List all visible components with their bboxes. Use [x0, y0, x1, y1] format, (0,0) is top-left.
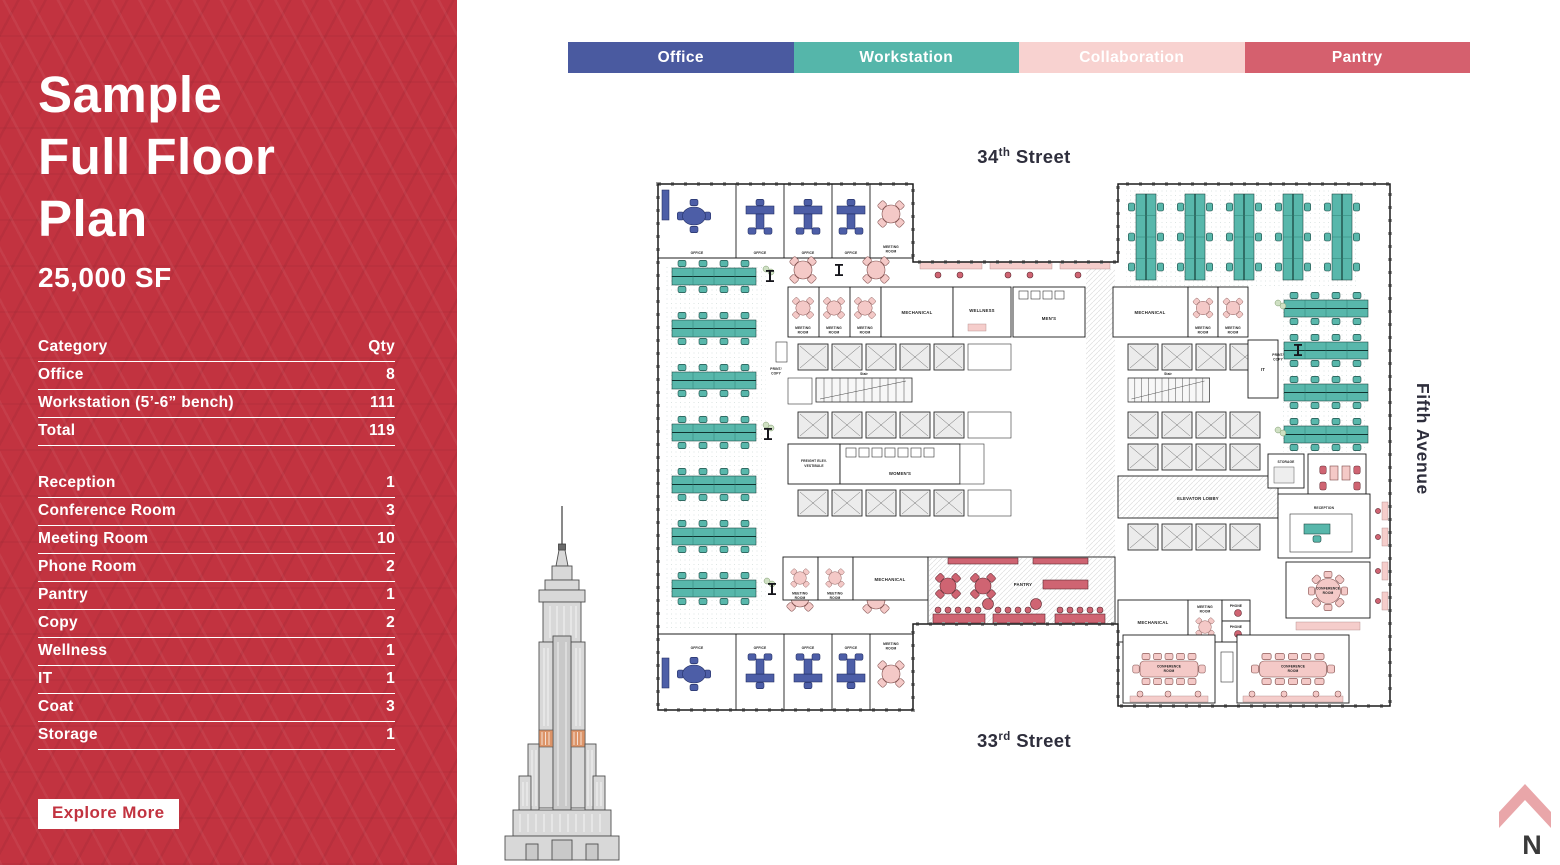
table-row: Workstation (5’-6” bench)111 — [38, 390, 395, 418]
col-category: Category — [38, 338, 108, 355]
svg-text:MEETING: MEETING — [1197, 605, 1213, 609]
sidebar: Sample Full Floor Plan 25,000 SF Categor… — [0, 0, 457, 865]
svg-text:OFFICE: OFFICE — [802, 251, 815, 255]
avenue-label: Fifth Avenue — [1413, 383, 1433, 495]
svg-text:PHONE: PHONE — [1230, 604, 1243, 608]
svg-text:ROOM: ROOM — [798, 331, 809, 335]
svg-text:ROOM: ROOM — [1323, 591, 1334, 595]
area-label: 25,000 SF — [38, 262, 172, 293]
svg-text:COPY: COPY — [1273, 358, 1283, 362]
svg-text:OFFICE: OFFICE — [845, 251, 858, 255]
svg-text:IT: IT — [1261, 367, 1265, 372]
page-title-line1: Sample — [38, 66, 223, 124]
svg-text:ROOM: ROOM — [1164, 669, 1175, 673]
svg-text:MEETING: MEETING — [826, 326, 842, 330]
empire-state-building-illustration — [504, 506, 620, 861]
svg-text:OFFICE: OFFICE — [754, 251, 767, 255]
svg-text:MECHANICAL: MECHANICAL — [1138, 620, 1169, 625]
street-label-top: 34th Street — [977, 146, 1071, 167]
svg-text:RECEPTION: RECEPTION — [1314, 506, 1335, 510]
legend-workstation: Workstation — [793, 42, 1019, 73]
svg-text:CONFERENCE: CONFERENCE — [1316, 587, 1341, 591]
page-title-line3: Plan — [38, 190, 148, 248]
svg-text:ROOM: ROOM — [1200, 610, 1211, 614]
svg-text:MEETING: MEETING — [883, 642, 899, 646]
svg-text:MECHANICAL: MECHANICAL — [1135, 310, 1166, 315]
table-gap — [38, 446, 395, 470]
svg-text:ROOM: ROOM — [830, 596, 841, 600]
svg-text:PHONE: PHONE — [1230, 625, 1243, 629]
svg-text:OFFICE: OFFICE — [754, 646, 767, 650]
svg-text:ROOM: ROOM — [795, 596, 806, 600]
page-title-line2: Full Floor — [38, 128, 276, 186]
page-title: Sample Full Floor Plan — [38, 64, 275, 250]
svg-text:ROOM: ROOM — [886, 647, 897, 651]
street-label-bottom: 33rd Street — [976, 730, 1072, 751]
svg-text:STORAGE: STORAGE — [1278, 460, 1296, 464]
svg-text:ROOM: ROOM — [1198, 331, 1209, 335]
svg-text:MECHANICAL: MECHANICAL — [902, 310, 933, 315]
svg-text:ROOM: ROOM — [886, 250, 897, 254]
legend: Office Workstation Collaboration Pantry — [568, 42, 1470, 73]
svg-text:MEETING: MEETING — [1225, 326, 1241, 330]
svg-text:MEN'S: MEN'S — [1042, 316, 1056, 321]
svg-text:Stair: Stair — [860, 372, 868, 376]
svg-text:Stair: Stair — [1164, 372, 1172, 376]
svg-text:MEETING: MEETING — [795, 326, 811, 330]
north-label: N — [1522, 830, 1542, 860]
svg-text:ROOM: ROOM — [829, 331, 840, 335]
svg-text:MEETING: MEETING — [857, 326, 873, 330]
svg-text:OFFICE: OFFICE — [802, 646, 815, 650]
svg-text:ROOM: ROOM — [860, 331, 871, 335]
svg-text:OFFICE: OFFICE — [845, 646, 858, 650]
svg-text:MEETING: MEETING — [883, 245, 899, 249]
svg-text:VESTIBULE: VESTIBULE — [804, 464, 824, 468]
floor-plan-drawing: OFFICE OFFICE OFFICE OFFICE MEETING ROOM… — [656, 182, 1392, 712]
svg-text:WELLNESS: WELLNESS — [969, 308, 994, 313]
svg-text:PRINT/: PRINT/ — [770, 367, 781, 371]
svg-text:MECHANICAL: MECHANICAL — [875, 577, 906, 582]
svg-text:FREIGHT ELEV.: FREIGHT ELEV. — [801, 459, 827, 463]
svg-text:ROOM: ROOM — [1288, 669, 1299, 673]
north-arrow-chevron — [1499, 784, 1551, 828]
svg-text:ELEVATOR LOBBY: ELEVATOR LOBBY — [1177, 496, 1219, 501]
svg-text:MEETING: MEETING — [1195, 326, 1211, 330]
svg-text:COPY: COPY — [771, 372, 781, 376]
svg-text:OFFICE: OFFICE — [691, 646, 704, 650]
explore-more-button[interactable]: Explore More — [38, 799, 179, 829]
north-arrow: N — [1499, 784, 1551, 860]
svg-text:CONFERENCE: CONFERENCE — [1281, 665, 1306, 669]
svg-text:MEETING: MEETING — [792, 592, 808, 596]
svg-text:CONFERENCE: CONFERENCE — [1157, 665, 1182, 669]
svg-text:MEETING: MEETING — [827, 592, 843, 596]
legend-pantry: Pantry — [1244, 42, 1470, 73]
svg-text:WOMEN'S: WOMEN'S — [889, 471, 911, 476]
table-header: Category Qty — [38, 334, 395, 362]
legend-collaboration: Collaboration — [1019, 42, 1245, 73]
legend-office: Office — [568, 42, 794, 73]
svg-text:PANTRY: PANTRY — [1014, 582, 1032, 587]
svg-text:PRINT/: PRINT/ — [1272, 353, 1283, 357]
col-qty: Qty — [368, 338, 395, 355]
floor-plan: OFFICE OFFICE OFFICE OFFICE MEETING ROOM… — [656, 182, 1392, 712]
svg-text:ROOM: ROOM — [1228, 331, 1239, 335]
svg-text:OFFICE: OFFICE — [691, 251, 704, 255]
